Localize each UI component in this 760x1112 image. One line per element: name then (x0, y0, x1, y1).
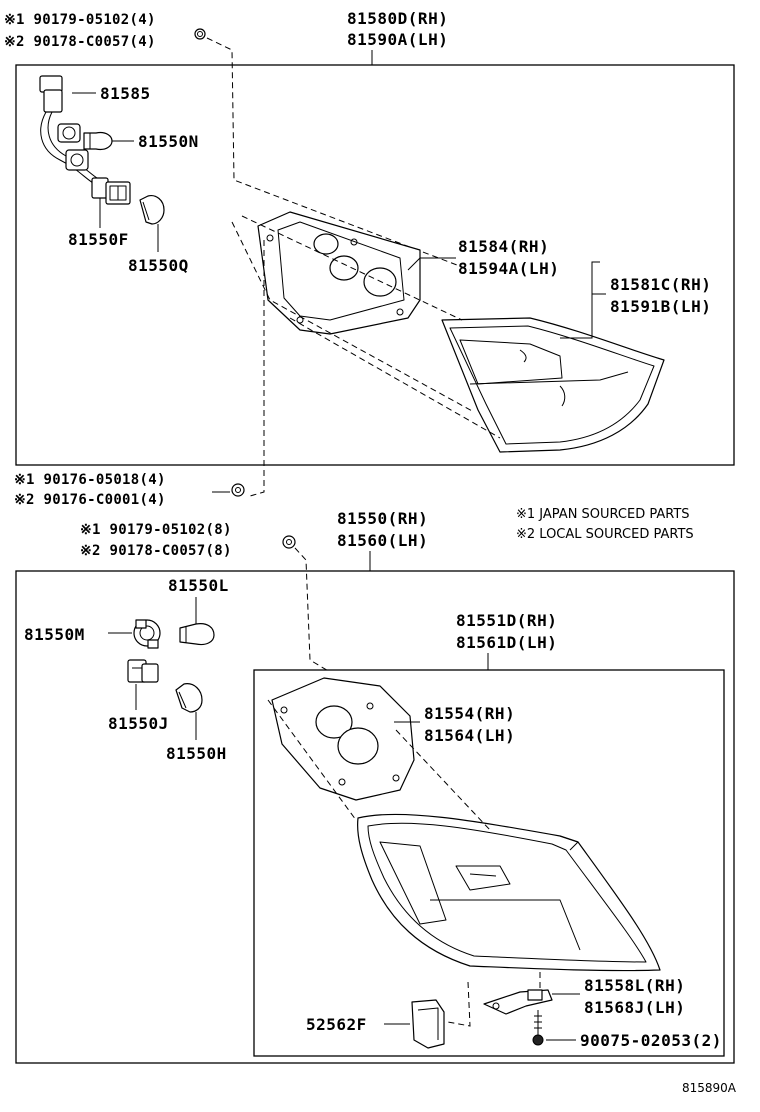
retainer-52562f-icon (411, 999, 445, 1049)
lower-clip-dash-line (294, 547, 331, 673)
socket-81550m-label[interactable]: 81550M (24, 625, 85, 644)
retainer-dash-line (447, 981, 471, 1027)
upper-assembly-dash-3 (289, 317, 501, 439)
upper-gasket-leader (407, 257, 421, 271)
socket-wire-81585-label[interactable]: 81585 (100, 84, 151, 103)
upper-assembly-rh-label[interactable]: 81580D(RH) (347, 9, 448, 28)
lower-clip-local-label[interactable]: ※2 90178-C0057(8) (80, 543, 232, 559)
source-notes: ※1 JAPAN SOURCED PARTS ※2 LOCAL SOURCED … (516, 507, 694, 542)
socket-81550j-icon (127, 659, 159, 683)
upper-clip-japan-label[interactable]: ※1 90179-05102(4) (4, 12, 156, 28)
upper-assembly-lh-label[interactable]: 81590A(LH) (347, 30, 448, 49)
lower-assembly-dash-1 (267, 699, 357, 821)
bulb-81550l-label[interactable]: 81550L (168, 576, 229, 595)
screw-icon (532, 1010, 544, 1046)
retainer-52562f-label[interactable]: 52562F (306, 1015, 367, 1034)
figure-code: 815890A (682, 1081, 737, 1095)
upper-nut-japan-label[interactable]: ※1 90176-05018(4) (14, 472, 166, 488)
bulb-81550q-icon (139, 195, 165, 225)
lower-clip-japan-label[interactable]: ※1 90179-05102(8) (80, 522, 232, 538)
socket-wire-81585-icon (39, 75, 101, 187)
upper-assembly-dash-1 (231, 221, 475, 413)
upper-nut-group: ※1 90176-05018(4) ※2 90176-C0001(4) (14, 472, 245, 508)
socket-81550m-icon (133, 619, 161, 649)
upper-assembly-frame (15, 64, 735, 466)
note-local-sourced: ※2 LOCAL SOURCED PARTS (516, 527, 694, 542)
lower-assembly-rh-label[interactable]: 81550(RH) (337, 509, 428, 528)
upper-gasket-icon (257, 211, 421, 335)
upper-clip-local-label[interactable]: ※2 90178-C0057(4) (4, 34, 156, 50)
upper-clip-icon (194, 28, 206, 40)
upper-lens-icon (441, 317, 665, 453)
upper-assembly-dash-2 (241, 215, 463, 321)
upper-nut-local-label[interactable]: ※2 90176-C0001(4) (14, 492, 166, 508)
lower-lens-body-rh-label[interactable]: 81551D(RH) (456, 611, 557, 630)
lower-assembly-dash-2 (395, 729, 491, 831)
lower-assembly-group: 81550(RH) 81560(LH) ※1 90179-05102(8) ※2… (15, 509, 735, 1064)
lower-gasket-lh-label[interactable]: 81564(LH) (424, 726, 515, 745)
bracket-rh-label[interactable]: 81558L(RH) (584, 976, 685, 995)
lower-lens-body-frame (253, 669, 725, 1057)
lower-lens-body-lh-label[interactable]: 81561D(LH) (456, 633, 557, 652)
upper-nut-dash-line (249, 240, 265, 497)
upper-lens-rh-label[interactable]: 81581C(RH) (610, 275, 711, 294)
socket-81550j-label[interactable]: 81550J (108, 714, 169, 733)
upper-lens-lh-label[interactable]: 81591B(LH) (610, 297, 711, 316)
bulb-81550q-label[interactable]: 81550Q (128, 256, 189, 275)
bracket-81558l-icon (483, 989, 553, 1015)
note-japan-sourced: ※1 JAPAN SOURCED PARTS (516, 507, 690, 522)
upper-nut-icon (231, 483, 245, 497)
upper-assembly-group: 81580D(RH) 81590A(LH) ※1 90179-05102(4) … (4, 9, 735, 497)
lower-gasket-rh-label[interactable]: 81554(RH) (424, 704, 515, 723)
lower-assembly-lh-label[interactable]: 81560(LH) (337, 531, 428, 550)
bulb-81550n-icon (83, 131, 113, 151)
upper-gasket-rh-label[interactable]: 81584(RH) (458, 237, 549, 256)
bulb-81550h-label[interactable]: 81550H (166, 744, 227, 763)
socket-81550f-icon (91, 177, 131, 205)
upper-clip-dash-line (206, 37, 471, 271)
lower-clip-icon (282, 535, 296, 549)
lower-lens-body-icon (357, 813, 661, 972)
upper-gasket-lh-label[interactable]: 81594A(LH) (458, 259, 559, 278)
socket-81550f-label[interactable]: 81550F (68, 230, 129, 249)
bulb-81550h-icon (175, 683, 203, 713)
lower-gasket-icon (271, 677, 415, 801)
bracket-lh-label[interactable]: 81568J(LH) (584, 998, 685, 1017)
upper-lens-leader (560, 261, 600, 339)
bulb-81550l-icon (179, 623, 215, 646)
bulb-81550n-label[interactable]: 81550N (138, 132, 199, 151)
screw-label[interactable]: 90075-02053(2) (580, 1031, 722, 1050)
lower-assembly-frame (15, 570, 735, 1064)
